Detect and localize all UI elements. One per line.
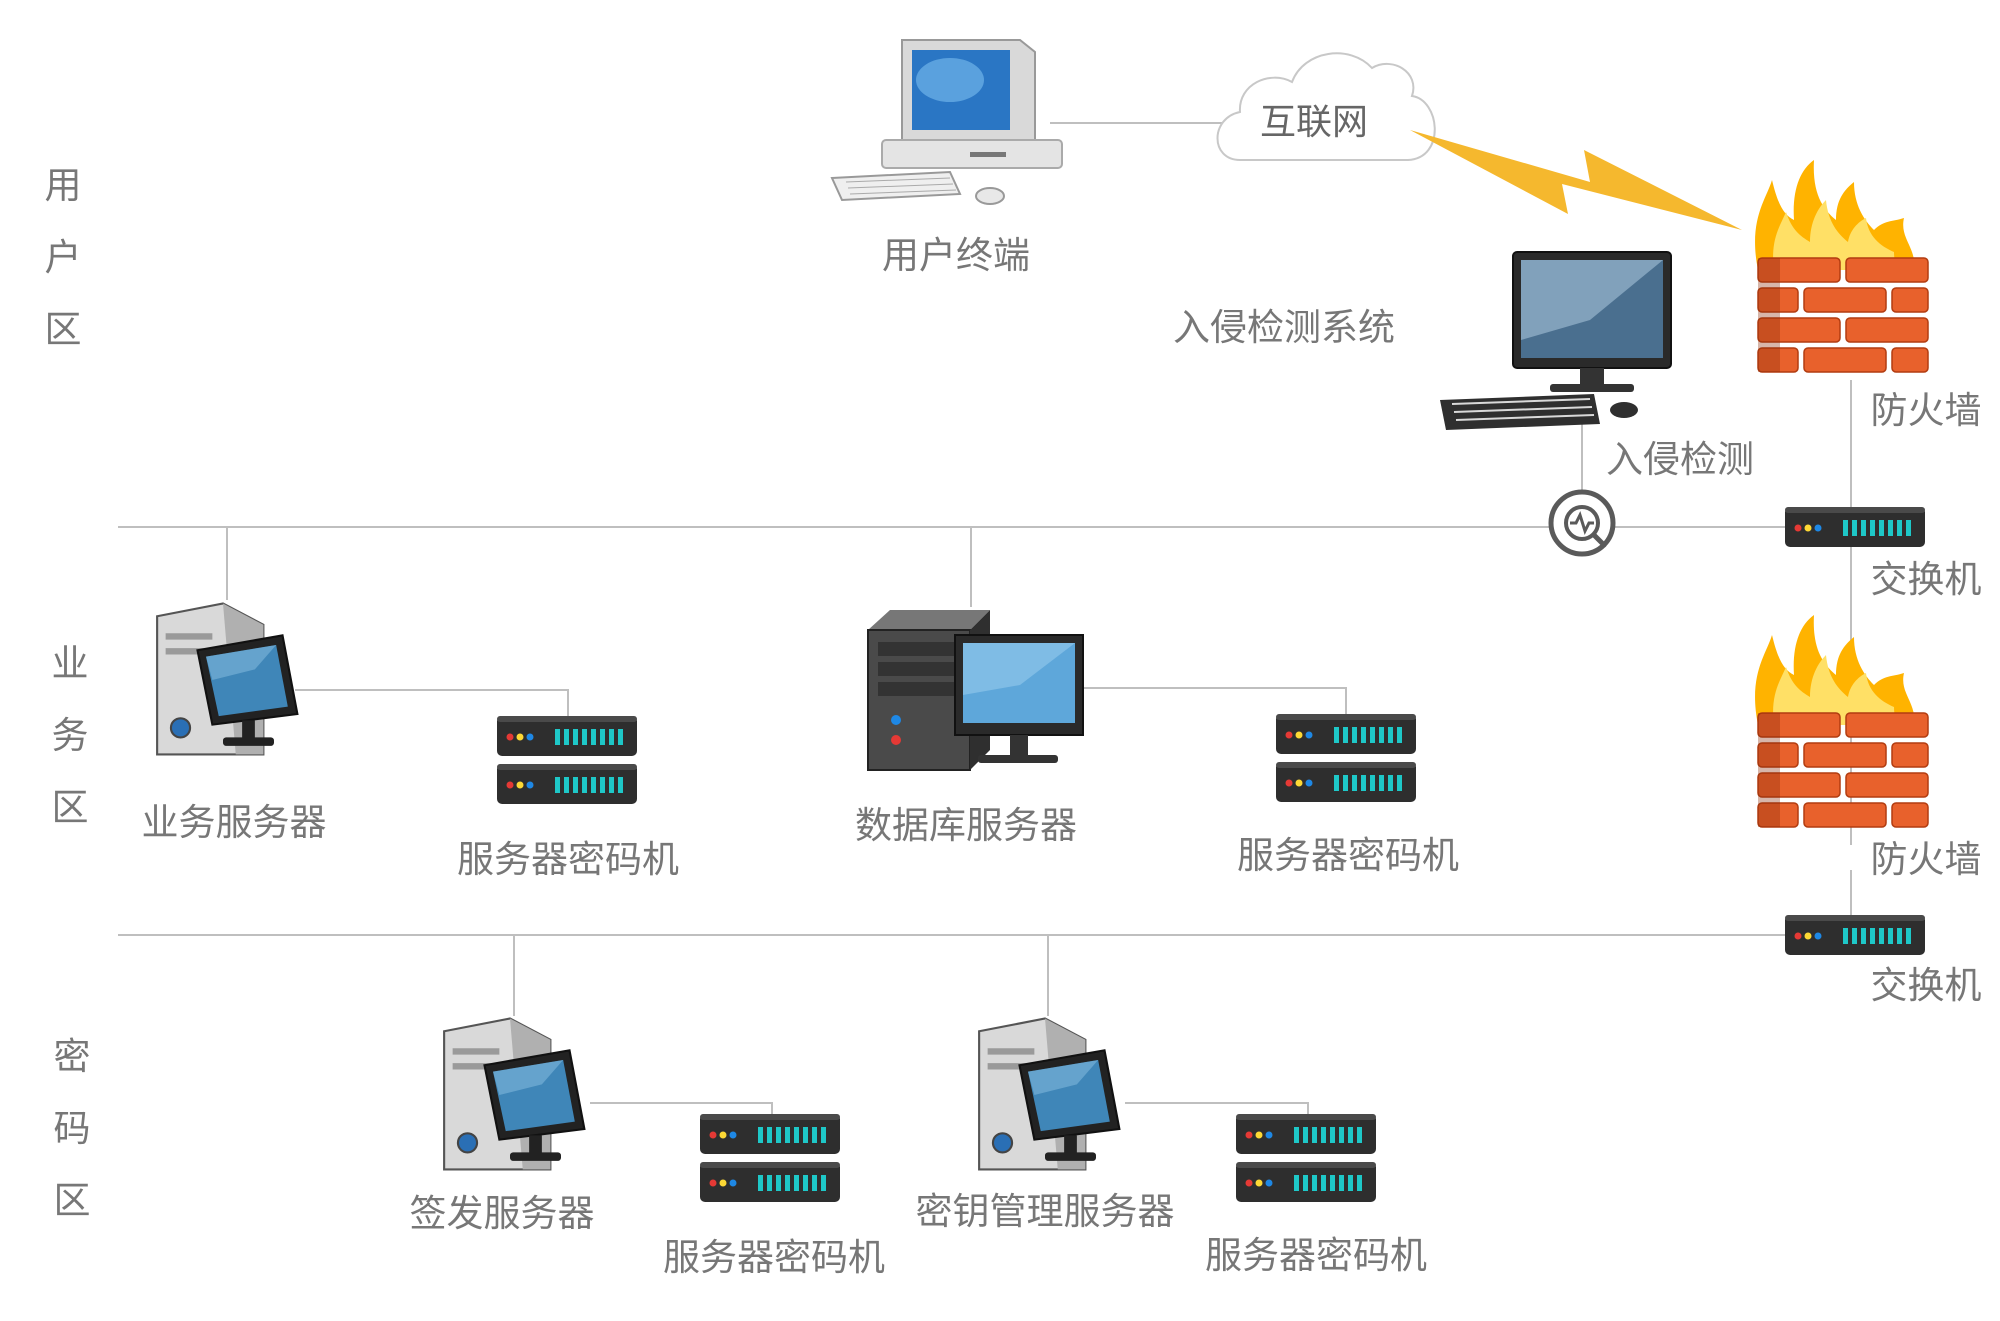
zone-crypto-char-1: 密	[54, 1035, 91, 1078]
database-server-icon	[867, 609, 1084, 771]
zone-label-business: 业 务 区	[52, 642, 89, 829]
zone-user-char-1: 用	[45, 164, 82, 207]
zone-label-crypto: 密 码 区	[54, 1035, 91, 1222]
db-server-label: 数据库服务器	[855, 804, 1077, 847]
server-crypto-machine-icon	[497, 716, 637, 756]
key-hsm: 服务器密码机	[1205, 1114, 1427, 1277]
user-terminal-label: 用户终端	[882, 234, 1030, 277]
db-server: 数据库服务器	[855, 609, 1084, 847]
sign-hsm: 服务器密码机	[663, 1114, 885, 1279]
ids-system-label: 入侵检测系统	[1173, 306, 1395, 349]
ids-workstation: 入侵检测	[1440, 251, 1754, 481]
firewall-bottom: 防火墙	[1754, 615, 1982, 881]
zone-label-user: 用 户 区	[45, 164, 82, 351]
server-crypto-machine-icon	[700, 1162, 840, 1202]
zone-crypto-char-3: 区	[54, 1179, 91, 1222]
switch-top-label: 交换机	[1871, 558, 1982, 601]
sign-server: 签发服务器	[410, 1017, 595, 1235]
link-business-hsm	[295, 689, 569, 718]
switch-bottom: 交换机	[1785, 915, 1982, 1007]
switch-bottom-label: 交换机	[1871, 964, 1982, 1007]
ids-label: 入侵检测	[1606, 438, 1754, 481]
server-crypto-machine-icon	[497, 764, 637, 804]
zone-user-char-2: 户	[45, 236, 82, 279]
server-crypto-machine-icon	[1276, 762, 1416, 802]
monitor-keyboard-icon	[1440, 251, 1672, 430]
key-server: 密钥管理服务器	[916, 1017, 1175, 1233]
desktop-computer-icon	[830, 39, 1063, 205]
business-hsm: 服务器密码机	[457, 716, 679, 881]
db-hsm-label: 服务器密码机	[1237, 834, 1459, 877]
zone-crypto-char-2: 码	[54, 1107, 91, 1150]
network-switch-icon	[1785, 915, 1925, 955]
business-hsm-label: 服务器密码机	[457, 838, 679, 881]
firewall-bottom-label: 防火墙	[1871, 838, 1982, 881]
sign-server-label: 签发服务器	[410, 1192, 595, 1235]
server-tower-monitor-icon	[978, 1017, 1121, 1171]
firewall-icon	[1754, 160, 1929, 373]
db-hsm: 服务器密码机	[1237, 714, 1459, 877]
network-switch-icon	[1785, 507, 1925, 547]
server-tower-monitor-icon	[443, 1017, 586, 1171]
lightning-bolt-icon	[1410, 130, 1742, 230]
key-server-label: 密钥管理服务器	[916, 1190, 1175, 1233]
server-crypto-machine-icon	[1276, 714, 1416, 754]
connections	[118, 122, 1852, 1116]
server-crypto-machine-icon	[1236, 1162, 1376, 1202]
server-crypto-machine-icon	[700, 1114, 840, 1154]
user-terminal: 用户终端	[830, 39, 1063, 277]
internet-label: 互联网	[1260, 102, 1368, 143]
switch-top: 交换机	[1785, 507, 1982, 601]
business-server: 业务服务器	[142, 602, 327, 844]
link-key-hsm	[1125, 1102, 1309, 1116]
zone-business-char-1: 业	[52, 642, 89, 685]
link-db-hsm	[1075, 687, 1347, 716]
sign-hsm-label: 服务器密码机	[663, 1236, 885, 1279]
zone-user-char-3: 区	[45, 308, 82, 351]
link-sign-hsm	[590, 1102, 773, 1116]
firewall-top: 防火墙	[1754, 160, 1982, 432]
zone-business-char-3: 区	[52, 786, 89, 829]
server-crypto-machine-icon	[1236, 1114, 1376, 1154]
magnifier-pulse-icon	[1548, 489, 1616, 557]
server-tower-monitor-icon	[156, 602, 299, 756]
cloud-icon	[1216, 52, 1436, 161]
key-hsm-label: 服务器密码机	[1205, 1234, 1427, 1277]
business-server-label: 业务服务器	[142, 801, 327, 844]
zone-business-char-2: 务	[52, 714, 89, 757]
firewall-icon	[1754, 615, 1929, 828]
firewall-top-label: 防火墙	[1871, 389, 1982, 432]
internet-cloud: 互联网	[1216, 52, 1436, 161]
